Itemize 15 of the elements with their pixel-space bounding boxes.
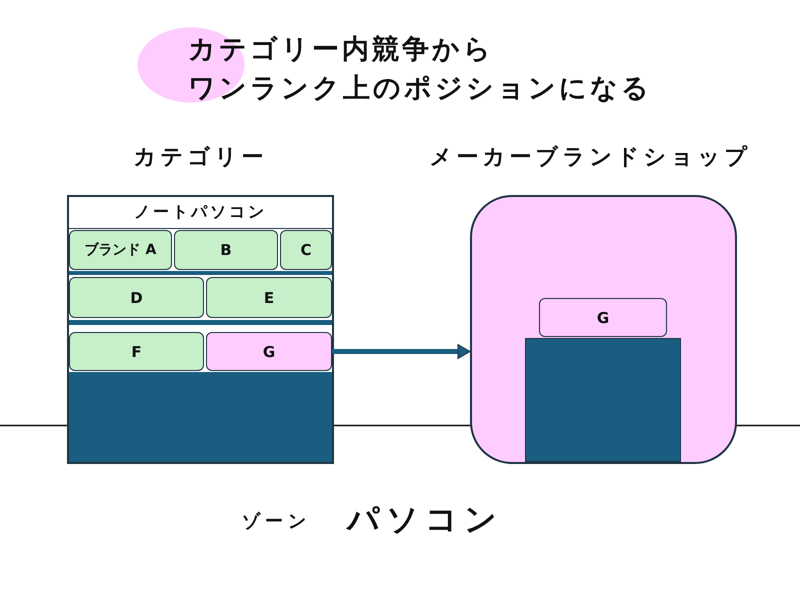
brand-block: G: [206, 332, 332, 371]
arrow: [332, 344, 470, 359]
brand-block: D: [69, 277, 204, 318]
pedestal-block: [525, 338, 681, 462]
brand-block: F: [69, 332, 204, 371]
brand-block: E: [206, 277, 332, 318]
shelf-base: [69, 372, 332, 462]
brand-block: B: [174, 230, 278, 270]
zone-caption: ゾーン: [242, 511, 311, 533]
brand-block: C: [280, 230, 332, 270]
brand-block: G: [539, 298, 667, 337]
section-heading: カテゴリー: [132, 144, 268, 172]
section-heading: メーカーブランドショップ: [428, 144, 752, 172]
brand-block: ブランド A: [69, 230, 172, 270]
zone-name: パソコン: [347, 500, 503, 538]
